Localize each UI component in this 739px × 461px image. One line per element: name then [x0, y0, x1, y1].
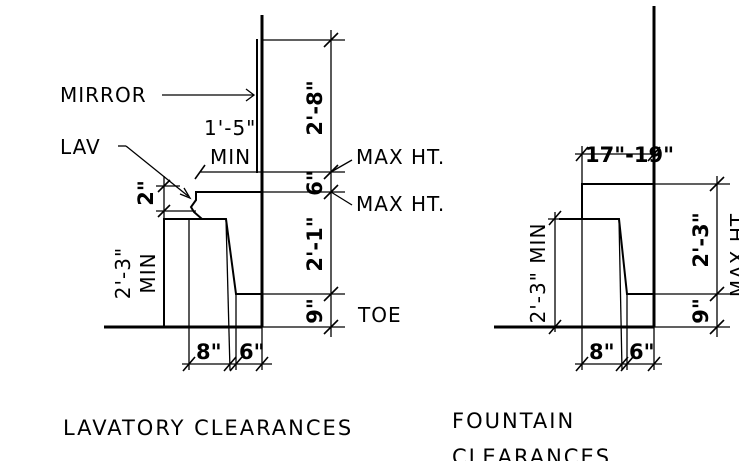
mirror-clear-qual: MIN — [210, 145, 251, 169]
toe-height-dim: 9" — [303, 298, 327, 324]
fountain-depth-6: 6" — [629, 340, 655, 364]
depth-8-dim: 8" — [196, 340, 222, 364]
bottom-dim-ticks — [182, 356, 269, 372]
mirror-clear-tick — [194, 164, 206, 180]
mirror-clear-dim: 1'-5" — [204, 116, 256, 140]
fountain-height-dim: 2'-3" — [689, 212, 713, 267]
max-ht-label-2: MAX HT. — [356, 192, 445, 216]
max-ht-leader-1 — [330, 159, 353, 173]
depth-ext-1 — [225, 218, 231, 371]
fountain-knee-tick-a — [548, 210, 562, 226]
fountain-body — [581, 183, 655, 295]
lav-arrow — [179, 187, 192, 200]
depth-6-dim: 6" — [239, 340, 265, 364]
max-ht-leader-2 — [330, 191, 353, 206]
lavatory-title: LAVATORY CLEARANCES — [63, 416, 353, 440]
rim-2in-dim: 2" — [134, 180, 158, 206]
fountain-diagram: 17"-19" 2'-3" MIN 2'-3" 9" MAX HT 8" 6" — [452, 6, 739, 461]
lav-leader-b — [125, 145, 189, 197]
max-ht-label-1: MAX HT. — [356, 145, 445, 169]
fountain-max-ht-label: MAX HT — [726, 213, 739, 297]
knee-clear-qual: MIN — [136, 252, 160, 293]
fountain-ext-2 — [618, 218, 623, 371]
rim-2in-tick-a — [157, 179, 171, 193]
spout-tick-a — [575, 146, 589, 162]
rim-2in-tick-b — [157, 204, 171, 218]
lavatory-basin — [189, 191, 263, 295]
mirror-height-dim: 2'-8" — [303, 80, 327, 135]
fountain-title-line1: FOUNTAIN — [452, 409, 575, 433]
toe-label: TOE — [357, 303, 402, 327]
fountain-toe-dim: 9" — [689, 298, 713, 324]
fountain-right-ticks — [709, 176, 725, 335]
spout-dim: 17"-19" — [585, 143, 674, 167]
rim-height-dim: 2'-1" — [303, 216, 327, 271]
knee-clear-dim: 2'-3" — [111, 247, 135, 299]
fountain-knee-dim: 2'-3" MIN — [526, 223, 550, 324]
fountain-depth-8: 8" — [589, 340, 615, 364]
lav-label: LAV — [60, 135, 101, 159]
dim-6-rotated: 6" — [303, 170, 327, 196]
fountain-bottom-ticks — [575, 356, 661, 372]
mirror-label: MIRROR — [60, 83, 147, 107]
fountain-knee-tick-b — [548, 319, 562, 335]
spout-tick-b — [647, 146, 661, 162]
lavatory-diagram: 2'-8" 6" 2'-1" 9" MAX HT. MAX HT. TOE MI… — [60, 15, 445, 440]
mirror-arrow — [245, 88, 256, 102]
fountain-title-line2: CLEARANCES — [452, 445, 611, 461]
